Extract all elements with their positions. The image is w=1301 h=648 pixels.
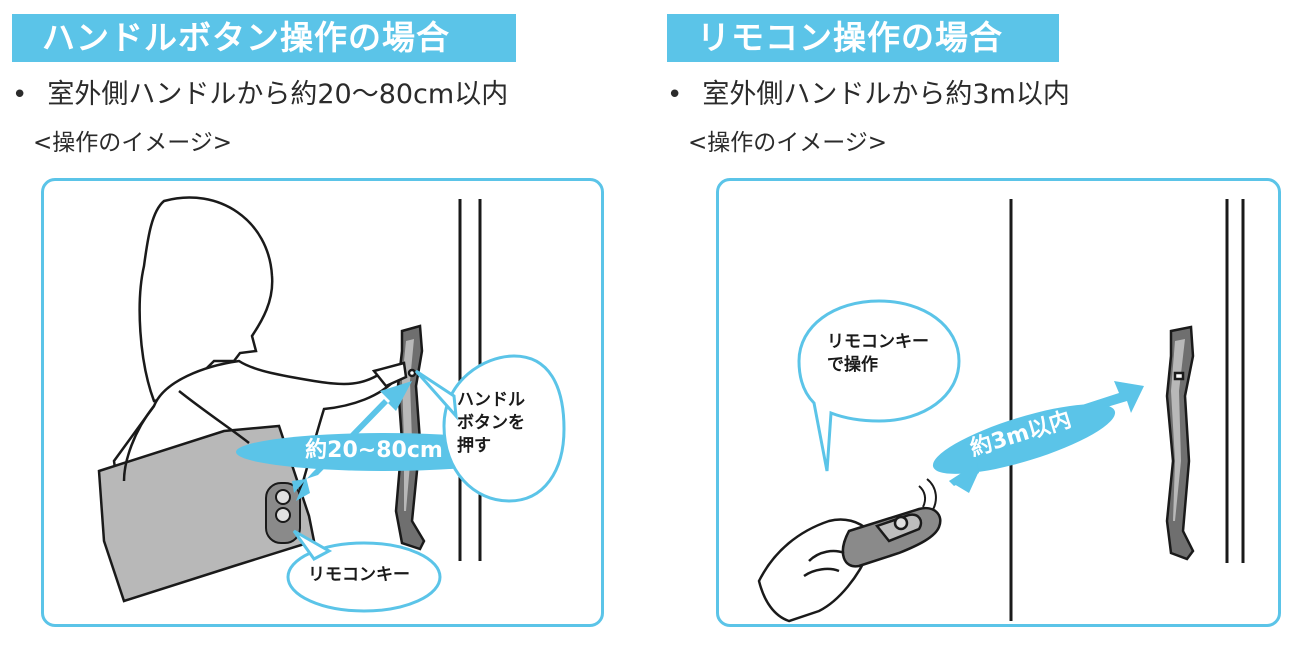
shoulder-bag-icon [97, 390, 316, 603]
bullet-icon: • [12, 80, 28, 110]
remote-control-illustration: 約3m以内 リモコンキー で操作 [716, 178, 1281, 627]
remote-bubble-text: リモコンキー [308, 565, 410, 585]
handle-button-range-text: 室外側ハンドルから約20〜80cm以内 [47, 79, 509, 110]
remote-speech-bubble [797, 299, 961, 472]
distance-label: 約20~80cm [305, 438, 443, 463]
remote-image-caption: <操作のイメージ> [688, 130, 888, 156]
button-speech-bubble [414, 354, 566, 503]
remote-key-icon [265, 482, 301, 544]
remote-range-item: • 室外側ハンドルから約3m以内 [667, 77, 1070, 113]
handle-button-range-item: • 室外側ハンドルから約20〜80cm以内 [12, 77, 508, 113]
remote-bubble-text: リモコンキー で操作 [827, 332, 929, 375]
button-bubble-text: ハンドル ボタンを 押す [457, 390, 525, 456]
remote-control-scene [757, 199, 1245, 623]
door-handle-icon [1165, 325, 1195, 561]
remote-range-text: 室外側ハンドルから約3m以内 [702, 79, 1070, 110]
handle-button-scene [97, 196, 566, 613]
distance-arrow-icon [932, 381, 1144, 493]
hand-holding-remote-icon [757, 506, 942, 623]
handle-button-illustration: 約20~80cm ハンドル ボタンを 押す リモコンキー [41, 178, 604, 627]
bullet-icon: • [667, 80, 683, 110]
remote-control-heading: リモコン操作の場合 [667, 14, 1059, 62]
handle-button-image-caption: <操作のイメージ> [33, 130, 233, 156]
door-frame-lines [1009, 199, 1245, 621]
remote-control-panel: リモコン操作の場合 • 室外側ハンドルから約3m以内 <操作のイメージ> [650, 0, 1301, 648]
handle-button-heading: ハンドルボタン操作の場合 [12, 14, 516, 62]
handle-button-panel: ハンドルボタン操作の場合 • 室外側ハンドルから約20〜80cm以内 <操作のイ… [0, 0, 640, 648]
remote-speech-bubble [286, 529, 442, 613]
